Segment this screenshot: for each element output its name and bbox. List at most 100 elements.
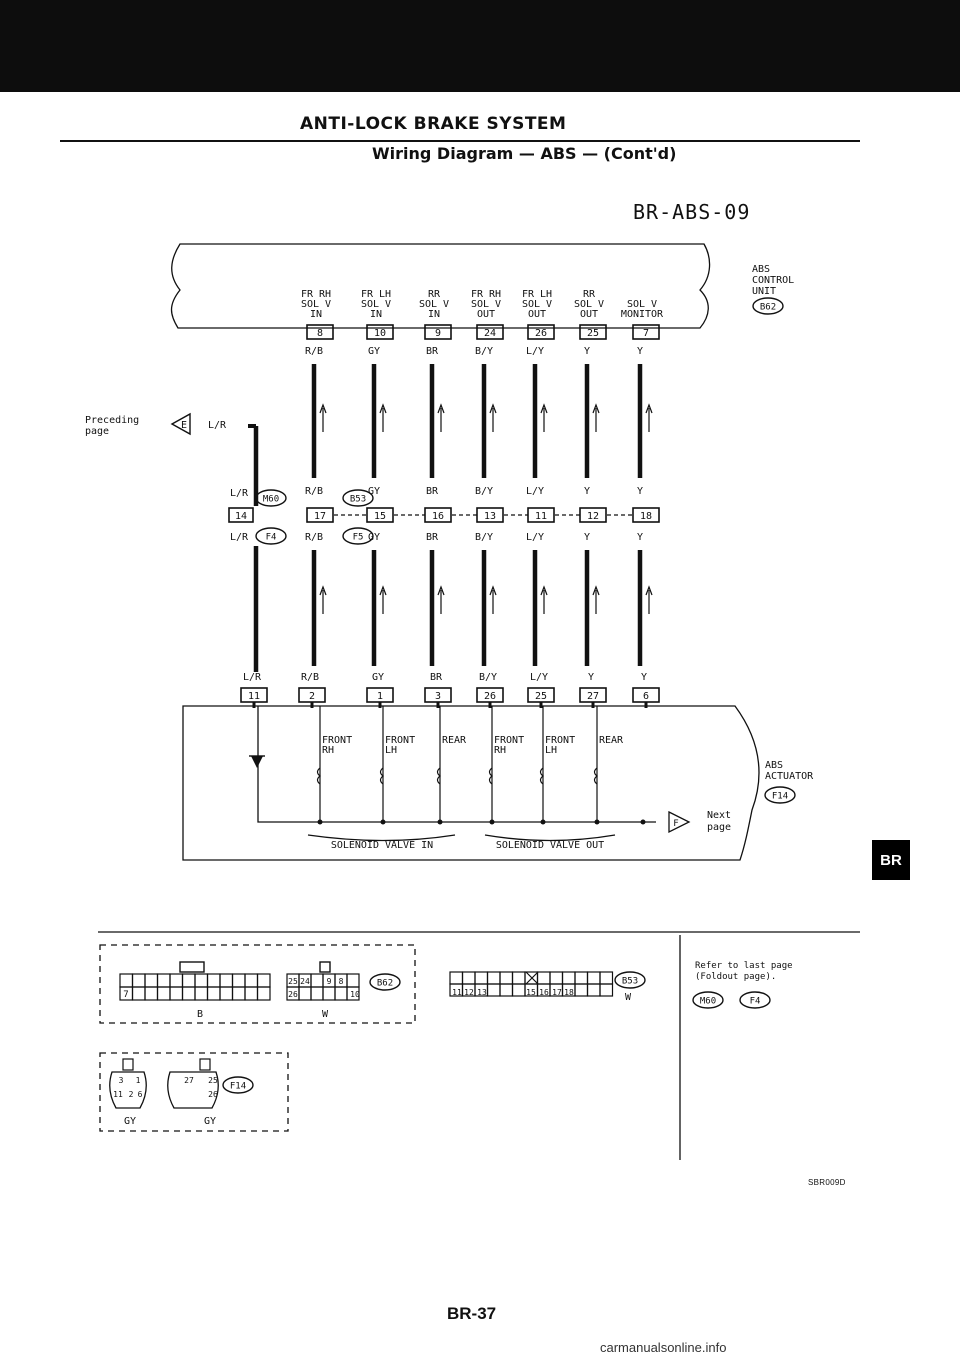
b62-w-cavity	[322, 986, 336, 1001]
valve-side: LH	[385, 745, 397, 756]
b62-pin-a: 24	[300, 977, 310, 986]
act-wire-color: L/Y	[530, 672, 548, 683]
b62-cavity	[156, 973, 171, 988]
mid-pin-box	[632, 507, 660, 523]
mid-pin-number: 16	[432, 511, 444, 522]
preceding-ref: E	[181, 420, 187, 431]
refer-text: Refer to last page	[695, 961, 793, 971]
cu-pin-number: 26	[535, 328, 547, 339]
b53-cavity	[461, 971, 476, 985]
f14-pin: 27	[184, 1076, 194, 1085]
b53-cavity	[536, 971, 551, 985]
mid-bottom-wire-color: R/B	[305, 532, 323, 543]
b62-cavity	[144, 986, 159, 1001]
b62-cavity	[144, 973, 159, 988]
b53-pin: 11	[452, 988, 462, 997]
b53-cavity	[511, 971, 526, 985]
cu-connector-id: B62	[760, 303, 776, 313]
cu-terminal-type: SOL V	[574, 299, 604, 310]
cu-terminal-name: FR RH	[471, 289, 501, 300]
b62-cavity	[256, 986, 271, 1001]
cu-pin-number: 7	[643, 328, 649, 339]
b53-cavity	[586, 971, 601, 985]
b62-w-cavity	[298, 986, 312, 1001]
b53-cavity	[549, 971, 564, 985]
cu-terminal-dir: IN	[428, 309, 440, 320]
act-pin-number: 2	[309, 691, 315, 702]
mid-left-connector-bottom-badge	[255, 527, 287, 545]
brace-out	[484, 834, 616, 842]
page-number: BR-37	[447, 1304, 497, 1323]
solenoid-coil-icon	[316, 767, 321, 785]
top-band-edge	[0, 92, 960, 98]
valve-label: FRONT	[385, 735, 415, 746]
section-tab-br[interactable]: BR	[872, 840, 910, 880]
actuator-label-line: ACTUATOR	[765, 771, 814, 782]
actuator-label-line: ABS	[765, 760, 783, 771]
b53-cavity	[574, 983, 589, 997]
next-ref: F	[673, 819, 678, 829]
junction-dot	[380, 819, 386, 825]
act-pin-number: 26	[484, 691, 496, 702]
refer-connector-m60-badge	[692, 991, 724, 1009]
b53-cavity	[574, 971, 589, 985]
f14-pin: 25	[208, 1076, 218, 1085]
top-black-band	[0, 0, 960, 92]
b62-latch	[179, 961, 205, 973]
cu-terminal-type: SOL V	[419, 299, 449, 310]
b53-pin: 15	[526, 988, 536, 997]
cu-terminal-dir: IN	[310, 309, 322, 320]
f14-color-left: GY	[124, 1116, 136, 1127]
b53-cavity	[511, 983, 526, 997]
cu-pin-box	[306, 324, 334, 340]
diagram-id: BR-ABS-09	[633, 200, 751, 224]
mid-bottom-wire-color: BR	[426, 532, 439, 543]
b53-pin: 17	[552, 988, 562, 997]
wire-arrow-head	[592, 403, 600, 414]
act-pin-number: 11	[248, 691, 260, 702]
mid-top-wire-color: Y	[584, 486, 590, 497]
cu-terminal-name: RR	[583, 289, 596, 300]
cu-terminal-type: SOL V	[361, 299, 391, 310]
title-rule	[60, 140, 860, 142]
b62-color2: W	[322, 1009, 329, 1020]
cu-label-line: ABS	[752, 264, 770, 275]
wire-arrow-head	[489, 403, 497, 414]
cu-pin-box	[424, 324, 452, 340]
wire-arrow-head	[489, 585, 497, 596]
page-title: ANTI-LOCK BRAKE SYSTEM	[300, 114, 567, 134]
b53-pin: 12	[464, 988, 474, 997]
cu-wire-color: B/Y	[475, 346, 493, 357]
b53-cavity	[486, 971, 501, 985]
act-pin-number: 25	[535, 691, 547, 702]
mid-connector-b53: B53	[350, 495, 366, 505]
f14-left-key	[122, 1058, 134, 1071]
figure-code: SBR009D	[808, 1178, 846, 1187]
junction-dot	[489, 819, 495, 825]
cu-wire-color: L/Y	[526, 346, 544, 357]
group-in-label: SOLENOID VALVE IN	[331, 840, 433, 851]
preceding-wire: L/R	[208, 420, 227, 431]
refer-connector-f4: F4	[750, 997, 761, 1007]
f14-right-key	[199, 1058, 211, 1071]
cu-pin-box	[527, 324, 555, 340]
b62-w-cavity	[310, 973, 324, 988]
b62-cavity	[206, 986, 221, 1001]
cu-terminal-name: FR LH	[361, 289, 391, 300]
page-subtitle: Wiring Diagram — ABS — (Cont'd)	[372, 144, 677, 163]
preceding-text: Preceding	[85, 415, 139, 426]
wire-arrow-head	[379, 403, 387, 414]
b62-pin-b: 10	[350, 990, 360, 999]
act-wire-color: BR	[430, 672, 443, 683]
mid-connector-b53-badge	[342, 489, 374, 507]
b62-cavity	[244, 986, 259, 1001]
cu-label-line: CONTROL	[752, 275, 794, 286]
mid-left-connector-top: M60	[263, 495, 279, 505]
b62-cavity	[131, 973, 146, 988]
mid-top-wire-color: GY	[368, 486, 380, 497]
cu-pin-box	[579, 324, 607, 340]
next-page-arrow-icon	[668, 810, 691, 834]
cu-terminal-type: SOL V	[301, 299, 331, 310]
b62-cavity	[219, 986, 234, 1001]
